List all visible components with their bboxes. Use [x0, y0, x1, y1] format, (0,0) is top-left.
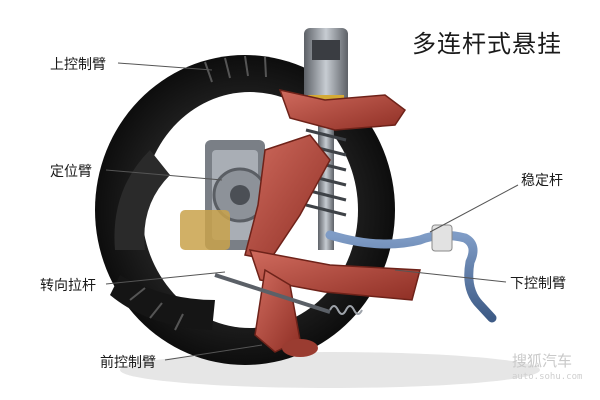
tie-rod [214, 273, 331, 314]
label-trailing-arm: 定位臂 [50, 164, 92, 180]
leader-lines [105, 62, 519, 361]
label-stabilizer-bar: 稳定杆 [521, 173, 563, 189]
upper-control-arm [278, 88, 407, 131]
diagram-title: 多连杆式悬挂 [412, 30, 562, 58]
lower-control-arm [248, 249, 421, 301]
stabilizer-bar [325, 230, 497, 323]
knuckle [244, 134, 331, 261]
watermark-url: auto.sohu.com [512, 372, 583, 382]
label-upper-control-arm: 上控制臂 [50, 57, 106, 73]
hub-assembly [180, 140, 268, 250]
label-front-control-arm: 前控制臂 [100, 355, 156, 371]
label-lower-control-arm: 下控制臂 [510, 276, 566, 292]
bushing-spring [329, 305, 363, 315]
label-tie-rod: 转向拉杆 [40, 278, 96, 294]
watermark-brand: 搜狐汽车 [512, 352, 573, 370]
